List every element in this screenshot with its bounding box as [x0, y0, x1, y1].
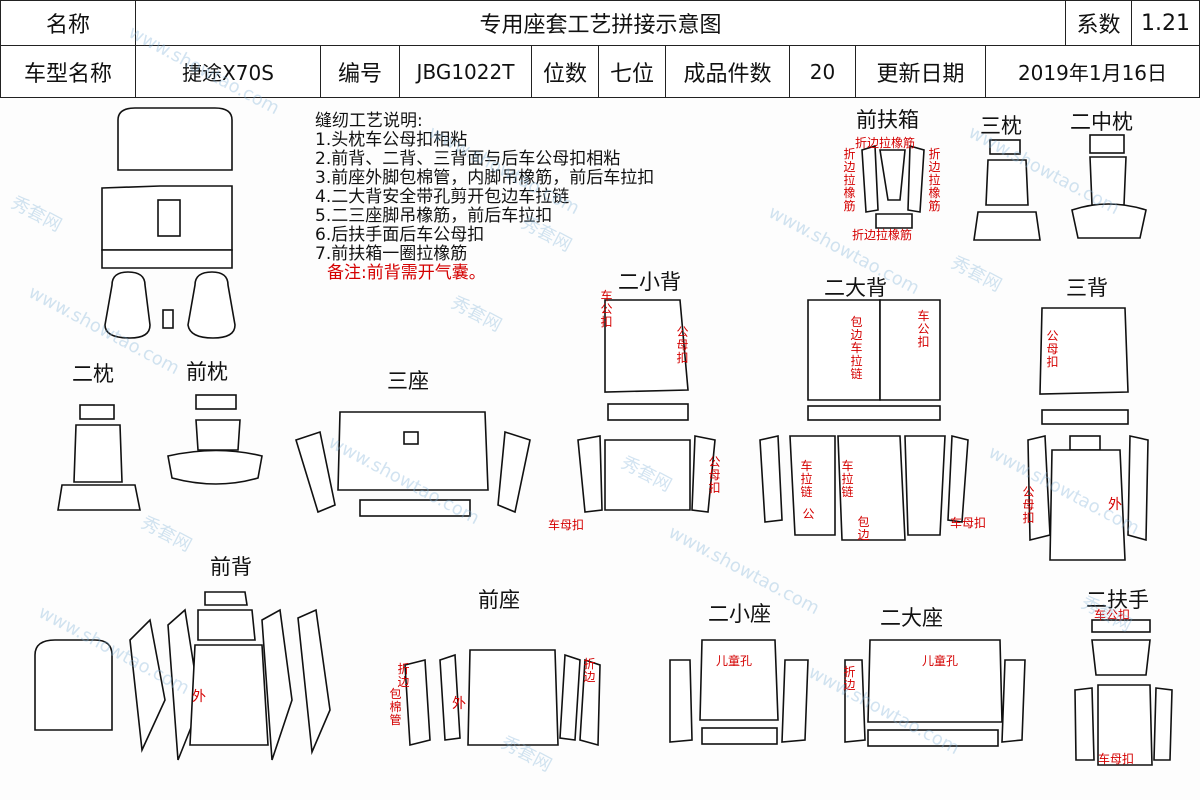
- notes-title: 缝纫工艺说明:: [315, 111, 423, 131]
- part-label-second-big-back: 二大背: [824, 276, 887, 300]
- seat-overview: [101, 107, 236, 339]
- annotation-bind-zipper: 包边车拉链: [850, 315, 863, 381]
- annotation-male-mother-buckle: 公母扣: [1046, 329, 1059, 369]
- annotation-outer: 外: [452, 696, 466, 712]
- notes-item: 6.后扶手面后车公母扣: [315, 225, 485, 245]
- annotation-car-mother-buckle: 车母扣: [548, 518, 585, 532]
- annotation-binding: 包边: [857, 515, 870, 542]
- part-label-front-box: 前扶箱: [856, 108, 919, 132]
- code-value: JBG1022T: [399, 45, 532, 98]
- front-back-pieces: [34, 591, 331, 761]
- annotation-car-mother-buckle: 车母扣: [1098, 752, 1135, 766]
- second-big-seat-pieces: [844, 639, 1026, 747]
- coef-value: 1.21: [1131, 0, 1200, 46]
- code-label: 编号: [320, 45, 400, 98]
- part-label-front-back: 前背: [210, 555, 252, 579]
- part-label-front-pillow: 前枕: [186, 360, 228, 384]
- name-label: 名称: [0, 0, 136, 46]
- annotation-male: 公: [802, 507, 815, 521]
- pos-value: 七位: [598, 45, 666, 98]
- annotation-fold-edge: 折边: [843, 665, 856, 692]
- notes-item: 7.前扶箱一圈拉橡筋: [315, 244, 468, 264]
- front-seat-pieces: [404, 649, 601, 747]
- annotation-car-male-buckle: 车公扣: [1094, 608, 1131, 622]
- annotation-outer: 外: [1108, 497, 1122, 513]
- part-label-third-back: 三背: [1066, 276, 1108, 300]
- part-label-second-small-seat: 二小座: [708, 602, 771, 626]
- pos-label: 位数: [531, 45, 599, 98]
- part-label-second-small-back: 二小背: [618, 270, 681, 294]
- annotation-car-zipper: 车拉链: [841, 459, 854, 499]
- annotation-fold-elastic: 折边拉橡筋: [855, 136, 916, 150]
- part-label-third-pillow: 三枕: [980, 114, 1022, 138]
- annotation-fold-elastic-right: 折边拉橡筋: [928, 147, 941, 213]
- annotation-fold-edge: 折边: [397, 662, 410, 689]
- notes-item: 4.二大背安全带孔剪开包边车拉链: [315, 187, 570, 207]
- second-small-seat-pieces: [669, 639, 809, 745]
- second-mid-pillow-pieces: [1071, 134, 1147, 239]
- annotation-fold-edge: 折边: [583, 657, 596, 684]
- second-big-back-pieces: [759, 299, 969, 541]
- annotation-cotton-tube: 包棉管: [389, 687, 402, 727]
- annotation-car-zipper: 车拉链: [800, 459, 813, 499]
- part-label-second-armrest: 二扶手: [1086, 588, 1149, 612]
- annotation-male-mother-buckle: 公母扣: [708, 455, 721, 495]
- notes-item: 1.头枕车公母扣相粘: [315, 130, 468, 150]
- annotation-car-mother-buckle: 车母扣: [950, 516, 987, 530]
- annotation-male-mother-buckle: 公母扣: [676, 325, 689, 365]
- annotation-fold-elastic-bottom: 折边拉橡筋: [852, 228, 913, 242]
- notes-item: 5.二三座脚吊橡筋，前后车拉扣: [315, 206, 553, 226]
- notes-item: 2.前背、二背、三背面与后车公母扣相粘: [315, 149, 621, 169]
- annotation-outer: 外: [192, 689, 206, 705]
- part-label-second-mid-pillow: 二中枕: [1070, 110, 1133, 134]
- annotation-fold-elastic-left: 折边拉橡筋: [843, 147, 856, 213]
- annotation-car-male-buckle: 车公扣: [917, 309, 930, 349]
- annotation-male-mother-buckle: 公母扣: [1022, 485, 1035, 525]
- notes-item: 3.前座外脚包棉管，内脚吊橡筋，前后车拉扣: [315, 168, 655, 188]
- second-pillow-pieces: [57, 404, 141, 511]
- third-seat-pieces: [295, 411, 531, 517]
- part-label-second-big-seat: 二大座: [880, 606, 943, 630]
- annotation-child-hole: 儿童孔: [716, 654, 753, 668]
- second-small-back-pieces: [577, 299, 716, 513]
- part-label-third-seat: 三座: [387, 369, 429, 393]
- third-back-pieces: [1027, 307, 1149, 561]
- front-box-pieces: [861, 144, 925, 229]
- sewing-notes: 缝纫工艺说明: 1.头枕车公母扣相粘 2.前背、二背、三背面与后车公母扣相粘 3…: [315, 112, 654, 283]
- date-label: 更新日期: [855, 45, 986, 98]
- part-label-second-pillow: 二枕: [72, 362, 114, 386]
- model-label: 车型名称: [0, 45, 136, 98]
- header-table: 名称 专用座套工艺拼接示意图 系数 1.21 车型名称 捷途X70S 编号 JB…: [0, 0, 1200, 100]
- model-value: 捷途X70S: [135, 45, 321, 98]
- annotation-child-hole: 儿童孔: [922, 654, 959, 668]
- coef-label: 系数: [1065, 0, 1132, 46]
- notes-remark: 备注:前背需开气囊。: [327, 263, 486, 283]
- third-pillow-pieces: [973, 139, 1041, 241]
- front-pillow-pieces: [167, 394, 263, 485]
- part-label-front-seat: 前座: [478, 588, 520, 612]
- second-armrest-pieces: [1074, 619, 1173, 766]
- date-value: 2019年1月16日: [985, 45, 1200, 98]
- annotation-car-male-buckle: 车公扣: [600, 289, 613, 329]
